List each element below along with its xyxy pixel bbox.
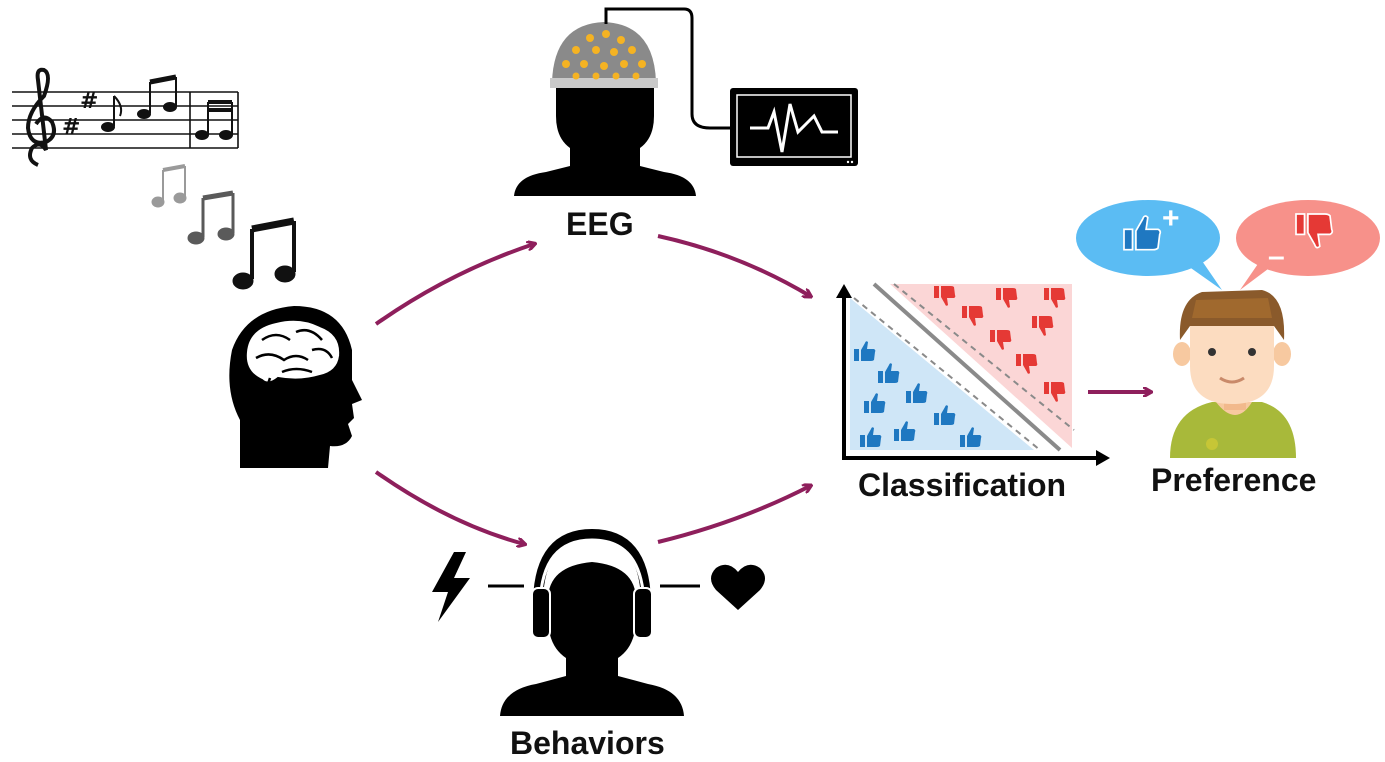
arrow-brain-to-eeg bbox=[374, 244, 534, 326]
svg-text:#: # bbox=[62, 115, 80, 140]
eeg-label: EEG bbox=[566, 206, 634, 242]
eeg-head-icon bbox=[514, 7, 730, 196]
music-score-icon: # # bbox=[12, 67, 239, 167]
classification-plot-icon bbox=[836, 282, 1110, 466]
like-bubble: + bbox=[1076, 200, 1222, 290]
dislike-sign: – bbox=[1268, 240, 1285, 273]
arrow-brain-to-behaviors bbox=[374, 470, 524, 544]
brain-head-icon bbox=[229, 306, 362, 468]
lightning-icon bbox=[432, 552, 470, 622]
person-avatar-icon bbox=[1170, 290, 1296, 458]
arrow-eeg-to-classification bbox=[657, 234, 810, 296]
dislike-bubble: – bbox=[1236, 200, 1380, 290]
like-sign: + bbox=[1162, 202, 1180, 235]
arrow-behaviors-to-classification bbox=[657, 486, 810, 544]
music-notes-icon bbox=[151, 164, 296, 290]
flow-arrows bbox=[374, 234, 1150, 544]
preference-label: Preference bbox=[1151, 462, 1317, 498]
heart-icon bbox=[711, 564, 765, 610]
behaviors-label: Behaviors bbox=[510, 725, 665, 761]
eeg-monitor-icon bbox=[730, 88, 858, 166]
headphones-head-icon bbox=[500, 528, 684, 716]
svg-text:#: # bbox=[80, 89, 98, 114]
classification-label: Classification bbox=[858, 467, 1067, 503]
